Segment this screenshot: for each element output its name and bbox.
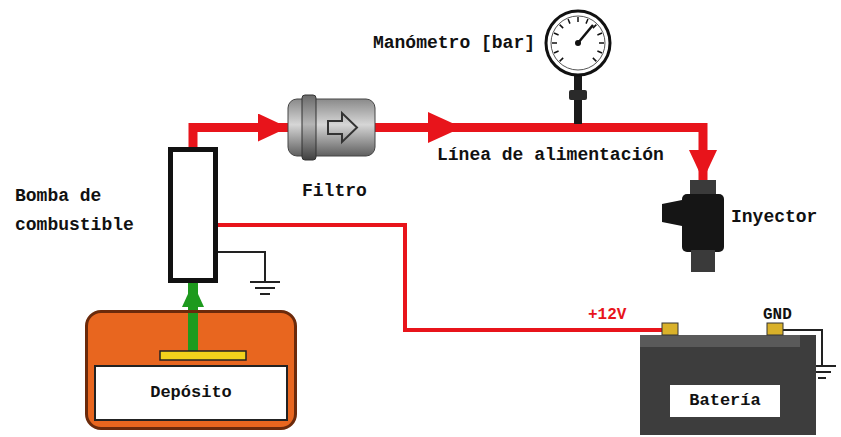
gauge-tick	[593, 58, 597, 62]
gauge-tick	[577, 17, 579, 22]
gauge-fitting	[569, 90, 587, 100]
gauge-tick	[560, 58, 564, 62]
fuel-injector: Inyector	[662, 180, 725, 272]
gauge-tick	[597, 51, 602, 53]
flow-direction-mark	[328, 113, 357, 142]
injector-body	[682, 194, 724, 252]
ground-label: GND	[763, 306, 792, 325]
gauge-tick	[552, 42, 557, 44]
flow-arrowhead	[428, 112, 462, 143]
part-label: Inyector	[731, 207, 817, 229]
fuel-filter: Filtro	[288, 95, 375, 160]
battery-terminal	[767, 323, 783, 335]
filter-body	[288, 99, 375, 156]
gauge-tick	[554, 51, 559, 53]
line-label: Línea de alimentación	[437, 145, 664, 167]
voltage-label: +12V	[588, 306, 626, 325]
ground-symbol	[818, 377, 826, 379]
gauge-stem	[574, 76, 582, 90]
battery-lid	[640, 335, 800, 347]
part-label: Batería	[670, 385, 780, 417]
gauge-tick	[597, 33, 602, 35]
filter-collar	[302, 95, 316, 160]
battery: Batería	[640, 335, 816, 435]
gauge-tick	[560, 25, 564, 29]
gauge-ring	[551, 16, 605, 70]
injector-nozzle	[691, 250, 715, 272]
suction-arrow	[188, 283, 198, 310]
ground-symbol	[260, 293, 270, 295]
gauge-dial	[546, 11, 610, 75]
battery-terminal	[662, 323, 678, 335]
gauge-tick	[568, 19, 570, 24]
part-label: Filtro	[302, 181, 367, 203]
gauge-pivot	[575, 40, 581, 46]
part-label: Manómetro [bar]	[373, 33, 535, 55]
ground-symbol	[255, 287, 275, 289]
injector-symbol	[662, 180, 725, 272]
gauge-symbol	[543, 8, 613, 78]
injector-inlet	[690, 180, 716, 196]
part-label: Depósito	[94, 365, 288, 421]
fuel-level	[160, 351, 246, 360]
fuel-pump: Bomba de combustible	[168, 147, 218, 283]
gauge-tick	[554, 33, 559, 35]
ground-wire	[218, 252, 265, 282]
suction-pipe	[188, 313, 198, 351]
gauge-stem	[574, 100, 582, 124]
fuel-line	[193, 128, 288, 148]
part-label: Bomba de combustible	[15, 182, 165, 240]
fuel-tank: Depósito	[85, 310, 297, 430]
gauge-tick	[599, 42, 604, 44]
gauge-needle	[578, 25, 593, 43]
ground-symbol	[250, 281, 280, 283]
gauge-tick	[586, 19, 588, 24]
battery-top	[640, 323, 800, 353]
injector-connector	[662, 200, 682, 226]
fuel-line	[375, 128, 703, 181]
filter-symbol	[288, 95, 375, 160]
pressure-gauge: Manómetro [bar]	[543, 8, 613, 78]
